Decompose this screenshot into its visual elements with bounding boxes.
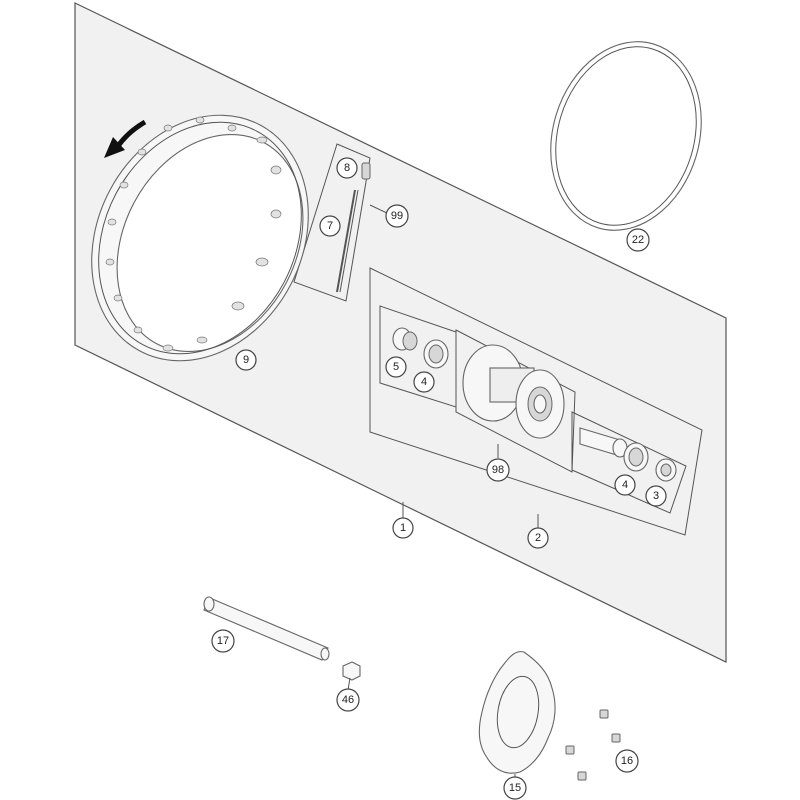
callout-15-label: 15 — [509, 782, 521, 794]
callout-3-label: 3 — [653, 490, 659, 502]
callout-16-label: 16 — [621, 755, 633, 767]
callout-99[interactable]: 99 — [385, 204, 409, 228]
hub-part — [462, 344, 565, 439]
callout-4-left[interactable]: 4 — [413, 371, 435, 393]
callout-1[interactable]: 1 — [392, 517, 414, 539]
rim-part — [91, 114, 309, 362]
callout-4-left-label: 4 — [421, 376, 427, 388]
callout-7-label: 7 — [327, 220, 333, 232]
brake-disc-part — [478, 651, 556, 774]
callout-7[interactable]: 7 — [319, 215, 341, 237]
rim-band-part — [550, 41, 702, 231]
callout-22[interactable]: 22 — [626, 228, 650, 252]
spoke-part — [336, 189, 359, 293]
rotation-arrow-icon — [104, 119, 147, 158]
callout-16[interactable]: 16 — [615, 749, 639, 773]
right-bearing-box — [571, 411, 687, 514]
left-spacer-part — [392, 327, 418, 351]
callout-9-label: 9 — [243, 354, 249, 366]
callout-4-right[interactable]: 4 — [614, 474, 636, 496]
callout-99-label: 99 — [391, 210, 403, 222]
bushing-part — [655, 458, 677, 482]
callout-17-label: 17 — [217, 635, 229, 647]
axle-part — [203, 596, 330, 661]
callout-9[interactable]: 9 — [235, 349, 257, 371]
callout-46-label: 46 — [342, 694, 354, 706]
callout-8-label: 8 — [344, 162, 350, 174]
callout-22-label: 22 — [632, 234, 644, 246]
callout-2-label: 2 — [535, 532, 541, 544]
callout-5-label: 5 — [393, 361, 399, 373]
callout-8[interactable]: 8 — [336, 157, 358, 179]
callout-46[interactable]: 46 — [336, 688, 360, 712]
callout-2[interactable]: 2 — [527, 527, 549, 549]
axle-nut-part — [342, 661, 361, 681]
callout-4-right-label: 4 — [622, 479, 628, 491]
callout-3[interactable]: 3 — [645, 485, 667, 507]
spoke-group-box — [293, 143, 371, 302]
disc-bolts-part — [565, 709, 621, 781]
hub-assembly-box — [369, 267, 703, 536]
right-bearing-part — [623, 442, 649, 472]
callout-5[interactable]: 5 — [385, 356, 407, 378]
spoke-nipple-part — [361, 162, 371, 180]
callout-17[interactable]: 17 — [211, 629, 235, 653]
callout-15[interactable]: 15 — [503, 776, 527, 800]
callout-98[interactable]: 98 — [486, 458, 510, 482]
left-bearing-part — [423, 339, 449, 369]
callout-1-label: 1 — [400, 522, 406, 534]
callout-98-label: 98 — [492, 464, 504, 476]
